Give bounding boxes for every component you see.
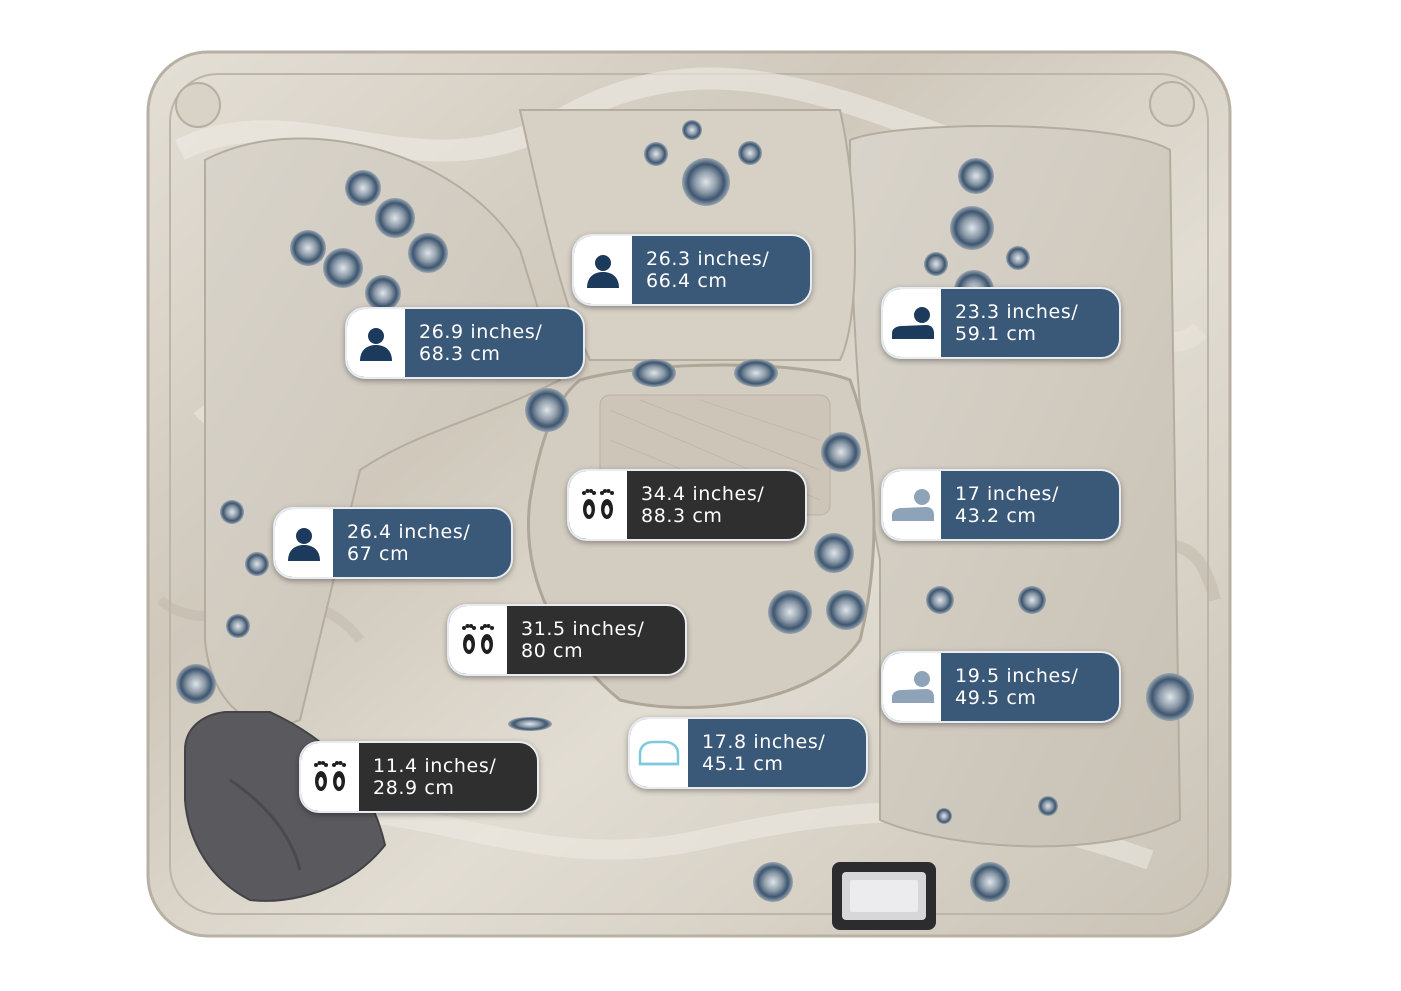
badge-lounger-lower: 19.5 inches/49.5 cm — [881, 651, 1121, 723]
depth-cm: 45.1 cm — [702, 753, 784, 775]
depth-cm: 80 cm — [521, 640, 584, 662]
badge-footwell-center: 34.4 inches/88.3 cm — [567, 469, 807, 541]
depth-cm: 67 cm — [347, 543, 410, 565]
depth-inches: 26.3 inches/ — [646, 248, 770, 270]
badge-step: 17.8 inches/45.1 cm — [628, 717, 868, 789]
depth-cm: 28.9 cm — [373, 777, 455, 799]
badge-lounger-top: 23.3 inches/59.1 cm — [881, 287, 1121, 359]
footprints-icon — [449, 606, 507, 674]
badge-lounger-mid: 17 inches/43.2 cm — [881, 469, 1121, 541]
person-icon — [275, 509, 333, 577]
depth-inches: 31.5 inches/ — [521, 618, 645, 640]
person-icon — [347, 309, 405, 377]
depth-inches: 17.8 inches/ — [702, 731, 826, 753]
step-icon — [630, 719, 688, 787]
badge-seat-left-upper: 26.9 inches/68.3 cm — [345, 307, 585, 379]
lounger-icon — [883, 471, 941, 539]
badge-seat-left-lower: 26.4 inches/67 cm — [273, 507, 513, 579]
depth-inches: 17 inches/ — [955, 483, 1060, 505]
person-icon — [574, 236, 632, 304]
badge-footwell-lower: 31.5 inches/80 cm — [447, 604, 687, 676]
depth-inches: 26.4 inches/ — [347, 521, 471, 543]
depth-cm: 59.1 cm — [955, 323, 1037, 345]
footprints-icon — [569, 471, 627, 539]
depth-inches: 23.3 inches/ — [955, 301, 1079, 323]
depth-cm: 49.5 cm — [955, 687, 1037, 709]
lounger-icon — [883, 289, 941, 357]
cup-holder-right — [1149, 81, 1195, 127]
badge-seat-top: 26.3 inches/66.4 cm — [572, 234, 812, 306]
footprints-icon — [301, 743, 359, 811]
depth-inches: 34.4 inches/ — [641, 483, 765, 505]
jets — [176, 120, 1194, 902]
depth-cm: 43.2 cm — [955, 505, 1037, 527]
depth-cm: 66.4 cm — [646, 270, 728, 292]
lounger-icon — [883, 653, 941, 721]
depth-cm: 88.3 cm — [641, 505, 723, 527]
depth-cm: 68.3 cm — [419, 343, 501, 365]
depth-inches: 19.5 inches/ — [955, 665, 1079, 687]
depth-inches: 26.9 inches/ — [419, 321, 543, 343]
cup-holder-left — [175, 82, 221, 128]
badge-footwell-corner: 11.4 inches/28.9 cm — [299, 741, 539, 813]
depth-inches: 11.4 inches/ — [373, 755, 497, 777]
